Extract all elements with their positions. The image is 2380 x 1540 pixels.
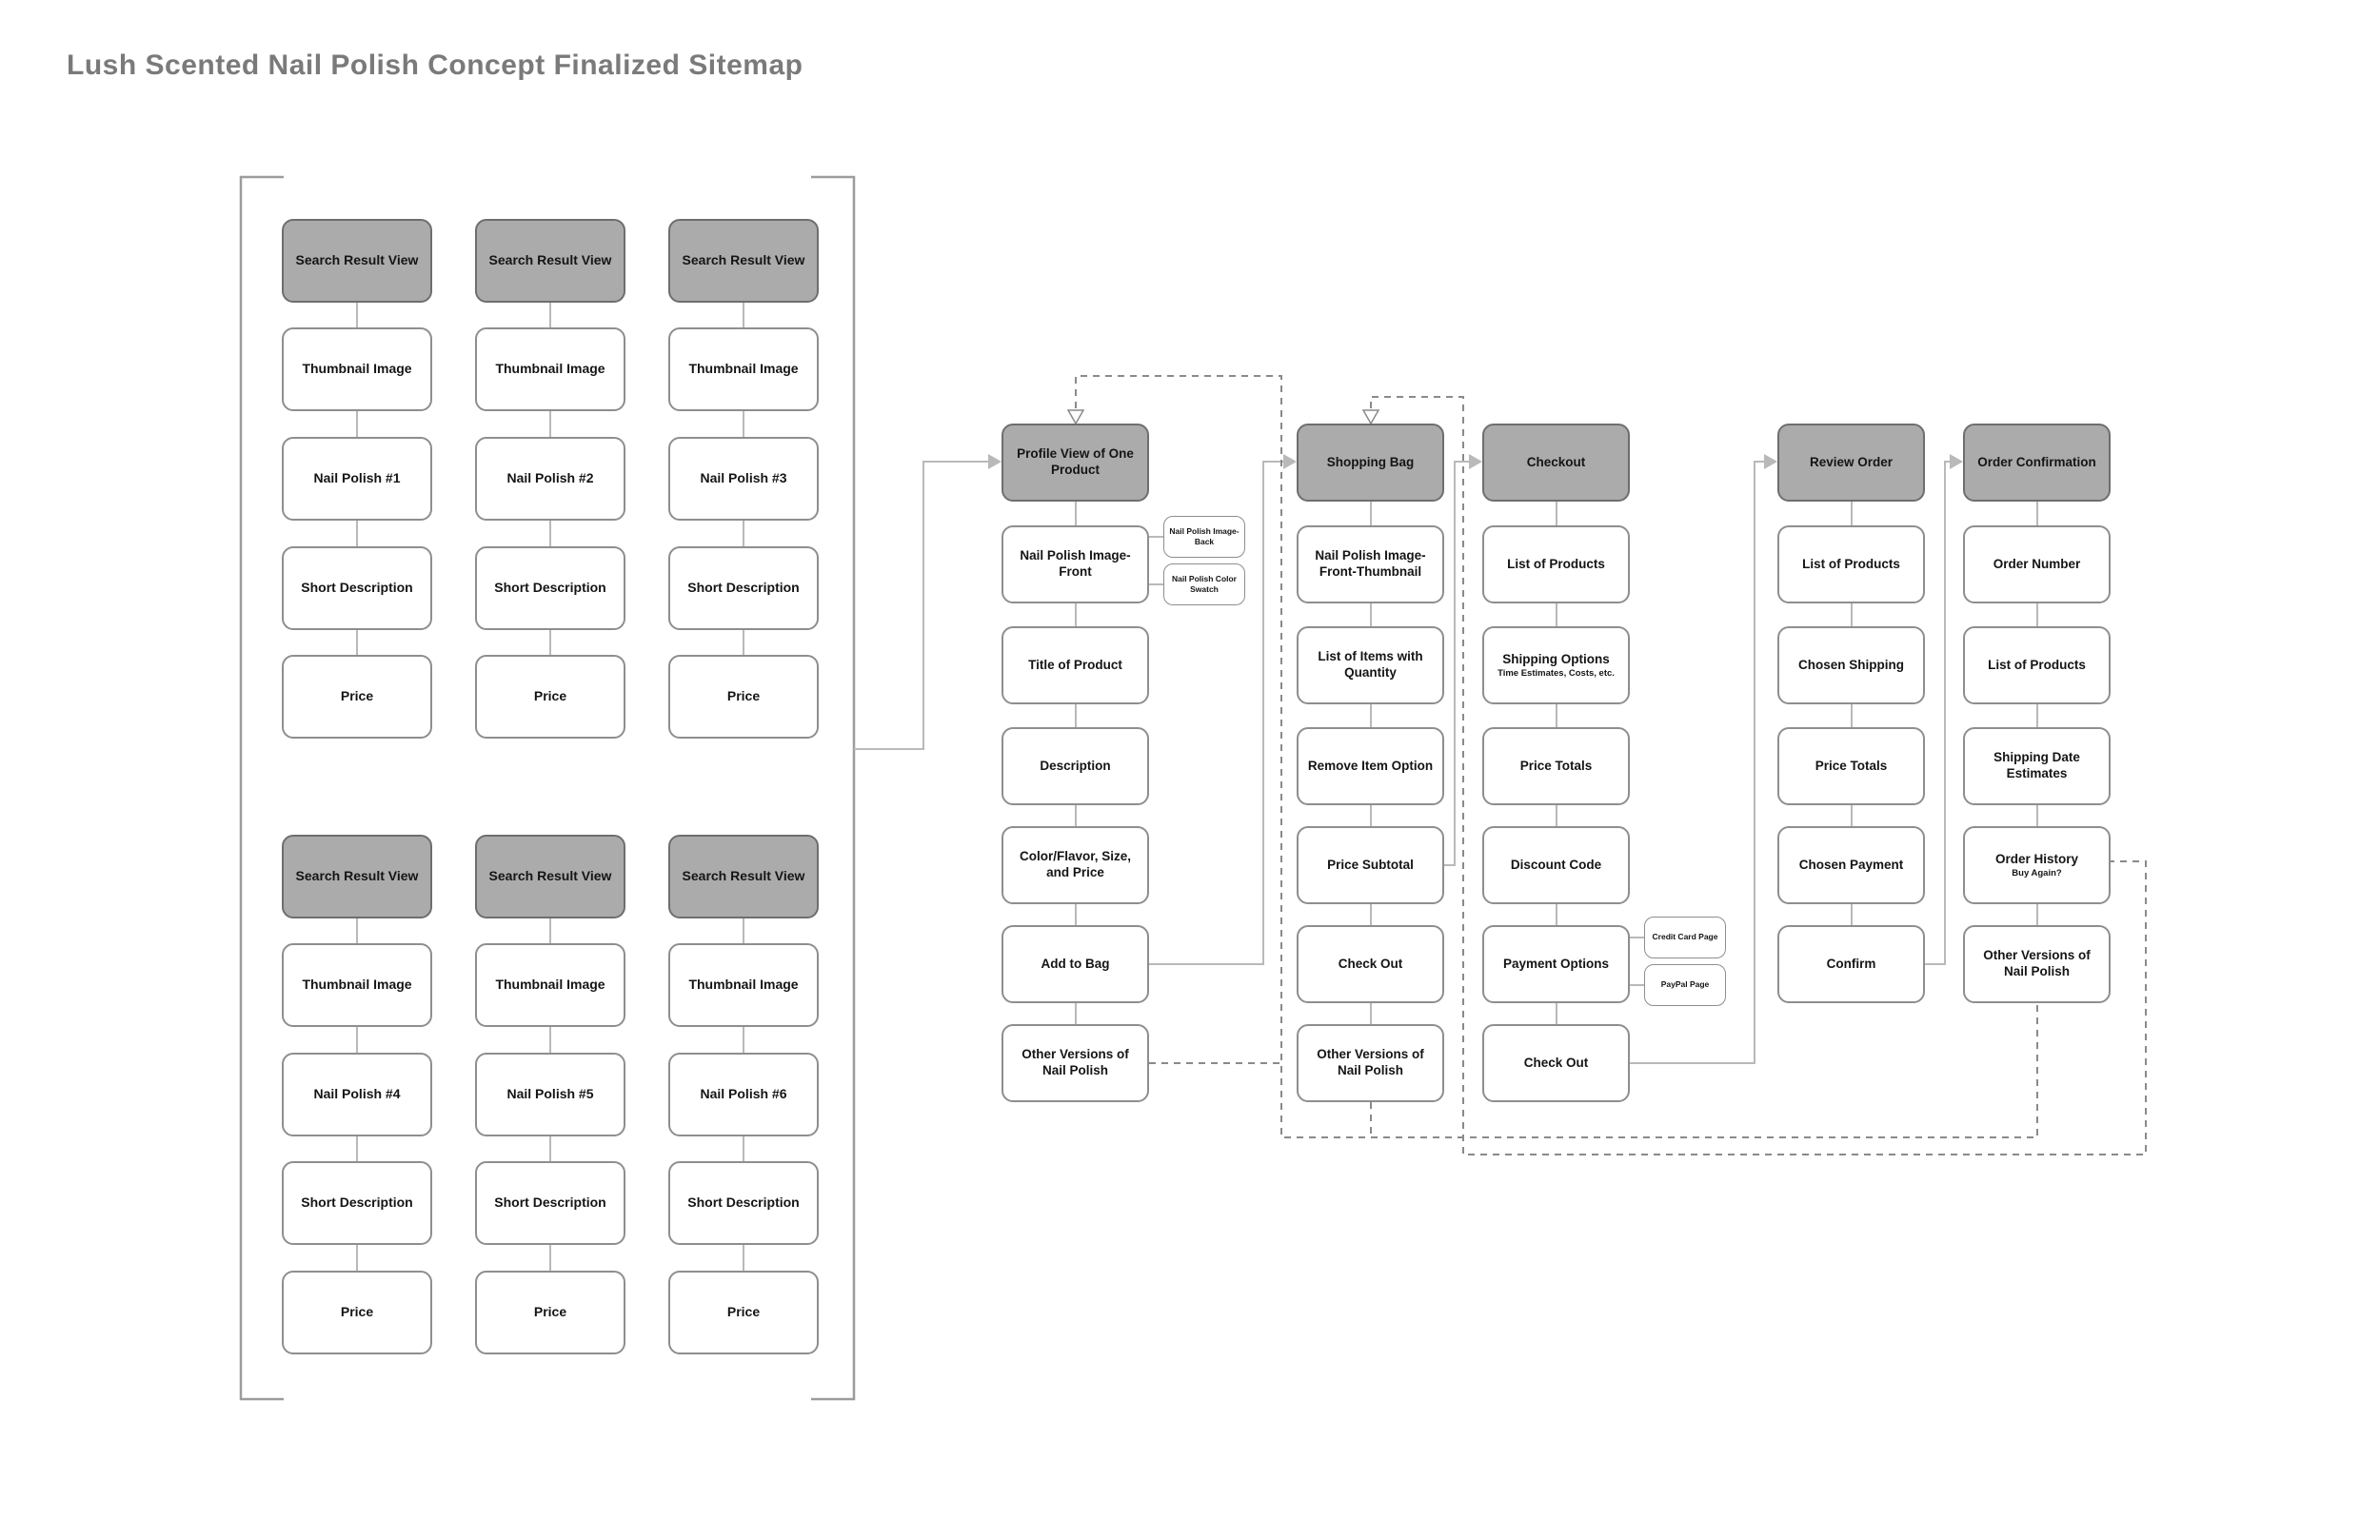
node-nail-polish-color-swatch: Nail Polish Color Swatch bbox=[1163, 563, 1245, 605]
node-list-of-products-confirmation: List of Products bbox=[1963, 626, 2111, 704]
node-thumbnail-image-2: Thumbnail Image bbox=[475, 327, 625, 411]
arrowhead-into-profile bbox=[988, 454, 1002, 469]
node-list-of-products-checkout: List of Products bbox=[1482, 525, 1630, 603]
arrowhead-into-order-confirmation bbox=[1950, 454, 1963, 469]
node-description: Description bbox=[1002, 727, 1149, 805]
search-result-view-header-5: Search Result View bbox=[475, 835, 625, 918]
node-sublabel: Buy Again? bbox=[2012, 867, 2062, 879]
arrowhead-into-checkout bbox=[1469, 454, 1482, 469]
solid-arrowheads bbox=[988, 454, 1963, 469]
search-result-view-header-3: Search Result View bbox=[668, 219, 819, 303]
node-order-confirmation-header: Order Confirmation bbox=[1963, 424, 2111, 502]
node-confirm: Confirm bbox=[1777, 925, 1925, 1003]
node-other-versions-confirmation: Other Versions of Nail Polish bbox=[1963, 925, 2111, 1003]
node-short-description-2: Short Description bbox=[475, 546, 625, 630]
node-other-versions-profile: Other Versions of Nail Polish bbox=[1002, 1024, 1149, 1102]
search-result-view-header-2: Search Result View bbox=[475, 219, 625, 303]
arrowhead-into-shopping-bag bbox=[1283, 454, 1297, 469]
search-result-view-header-6: Search Result View bbox=[668, 835, 819, 918]
node-shipping-options: Shipping Options Time Estimates, Costs, … bbox=[1482, 626, 1630, 704]
dashed-loop-to-shopping-bag bbox=[1370, 396, 2147, 1155]
node-thumbnail-image-3: Thumbnail Image bbox=[668, 327, 819, 411]
search-group-bracket bbox=[239, 175, 856, 1401]
node-check-out-checkout: Check Out bbox=[1482, 1024, 1630, 1102]
node-payment-options: Payment Options bbox=[1482, 925, 1630, 1003]
dashed-loop-to-profile bbox=[1075, 375, 2038, 1138]
connector-checkout-to-review bbox=[1630, 461, 1764, 1064]
node-nail-polish-3: Nail Polish #3 bbox=[668, 437, 819, 521]
connector-search-to-profile bbox=[854, 461, 988, 750]
node-nail-polish-2: Nail Polish #2 bbox=[475, 437, 625, 521]
node-nail-polish-5: Nail Polish #5 bbox=[475, 1053, 625, 1136]
node-shopping-bag-header: Shopping Bag bbox=[1297, 424, 1444, 502]
node-review-order-header: Review Order bbox=[1777, 424, 1925, 502]
search-result-view-header-1: Search Result View bbox=[282, 219, 432, 303]
node-price-subtotal: Price Subtotal bbox=[1297, 826, 1444, 904]
node-chosen-payment: Chosen Payment bbox=[1777, 826, 1925, 904]
open-arrowhead-into-profile bbox=[1066, 409, 1085, 425]
open-arrowhead-into-shopping-bag bbox=[1361, 409, 1380, 425]
node-profile-view-header: Profile View of One Product bbox=[1002, 424, 1149, 502]
node-thumbnail-image-1: Thumbnail Image bbox=[282, 327, 432, 411]
node-price-4: Price bbox=[282, 1271, 432, 1354]
node-thumbnail-image-6: Thumbnail Image bbox=[668, 943, 819, 1027]
node-short-description-5: Short Description bbox=[475, 1161, 625, 1245]
node-add-to-bag: Add to Bag bbox=[1002, 925, 1149, 1003]
node-shipping-date-estimates: Shipping Date Estimates bbox=[1963, 727, 2111, 805]
node-price-6: Price bbox=[668, 1271, 819, 1354]
node-short-description-1: Short Description bbox=[282, 546, 432, 630]
node-list-of-products-review: List of Products bbox=[1777, 525, 1925, 603]
node-short-description-6: Short Description bbox=[668, 1161, 819, 1245]
node-nail-polish-4: Nail Polish #4 bbox=[282, 1053, 432, 1136]
node-price-totals-checkout: Price Totals bbox=[1482, 727, 1630, 805]
node-chosen-shipping: Chosen Shipping bbox=[1777, 626, 1925, 704]
node-order-history: Order History Buy Again? bbox=[1963, 826, 2111, 904]
node-short-description-4: Short Description bbox=[282, 1161, 432, 1245]
connector-subtotal-to-checkout bbox=[1444, 461, 1469, 866]
node-price-totals-review: Price Totals bbox=[1777, 727, 1925, 805]
node-nail-polish-6: Nail Polish #6 bbox=[668, 1053, 819, 1136]
node-sublabel: Time Estimates, Costs, etc. bbox=[1497, 667, 1615, 679]
node-order-number: Order Number bbox=[1963, 525, 2111, 603]
node-label: Order History bbox=[1994, 851, 2079, 866]
open-arrowheads bbox=[1066, 409, 1380, 425]
node-nail-polish-image-back: Nail Polish Image-Back bbox=[1163, 516, 1245, 558]
node-short-description-3: Short Description bbox=[668, 546, 819, 630]
arrowhead-into-review-order bbox=[1764, 454, 1777, 469]
node-check-out-shopping: Check Out bbox=[1297, 925, 1444, 1003]
node-color-flavor-size-price: Color/Flavor, Size, and Price bbox=[1002, 826, 1149, 904]
node-price-2: Price bbox=[475, 655, 625, 739]
node-price-1: Price bbox=[282, 655, 432, 739]
node-thumbnail-image-4: Thumbnail Image bbox=[282, 943, 432, 1027]
page-title: Lush Scented Nail Polish Concept Finaliz… bbox=[67, 49, 803, 81]
node-nail-polish-1: Nail Polish #1 bbox=[282, 437, 432, 521]
search-column-connectors bbox=[356, 303, 744, 1271]
node-remove-item-option: Remove Item Option bbox=[1297, 727, 1444, 805]
node-price-5: Price bbox=[475, 1271, 625, 1354]
node-checkout-header: Checkout bbox=[1482, 424, 1630, 502]
node-list-of-items-with-quantity: List of Items with Quantity bbox=[1297, 626, 1444, 704]
node-title-of-product: Title of Product bbox=[1002, 626, 1149, 704]
connector-confirm-to-orderconfirmation bbox=[1925, 461, 1950, 965]
node-paypal-page: PayPal Page bbox=[1644, 964, 1726, 1006]
node-image-front-thumbnail: Nail Polish Image-Front-Thumbnail bbox=[1297, 525, 1444, 603]
connector-addtobag-to-shoppingbag bbox=[1149, 461, 1283, 965]
node-label: Shipping Options bbox=[1502, 651, 1610, 666]
node-discount-code: Discount Code bbox=[1482, 826, 1630, 904]
node-thumbnail-image-5: Thumbnail Image bbox=[475, 943, 625, 1027]
node-other-versions-shopping: Other Versions of Nail Polish bbox=[1297, 1024, 1444, 1102]
flow-column-connectors bbox=[1075, 502, 2038, 1024]
node-credit-card-page: Credit Card Page bbox=[1644, 917, 1726, 958]
stage-connectors bbox=[854, 461, 1950, 1064]
search-result-view-header-4: Search Result View bbox=[282, 835, 432, 918]
node-nail-polish-image-front: Nail Polish Image-Front bbox=[1002, 525, 1149, 603]
node-price-3: Price bbox=[668, 655, 819, 739]
